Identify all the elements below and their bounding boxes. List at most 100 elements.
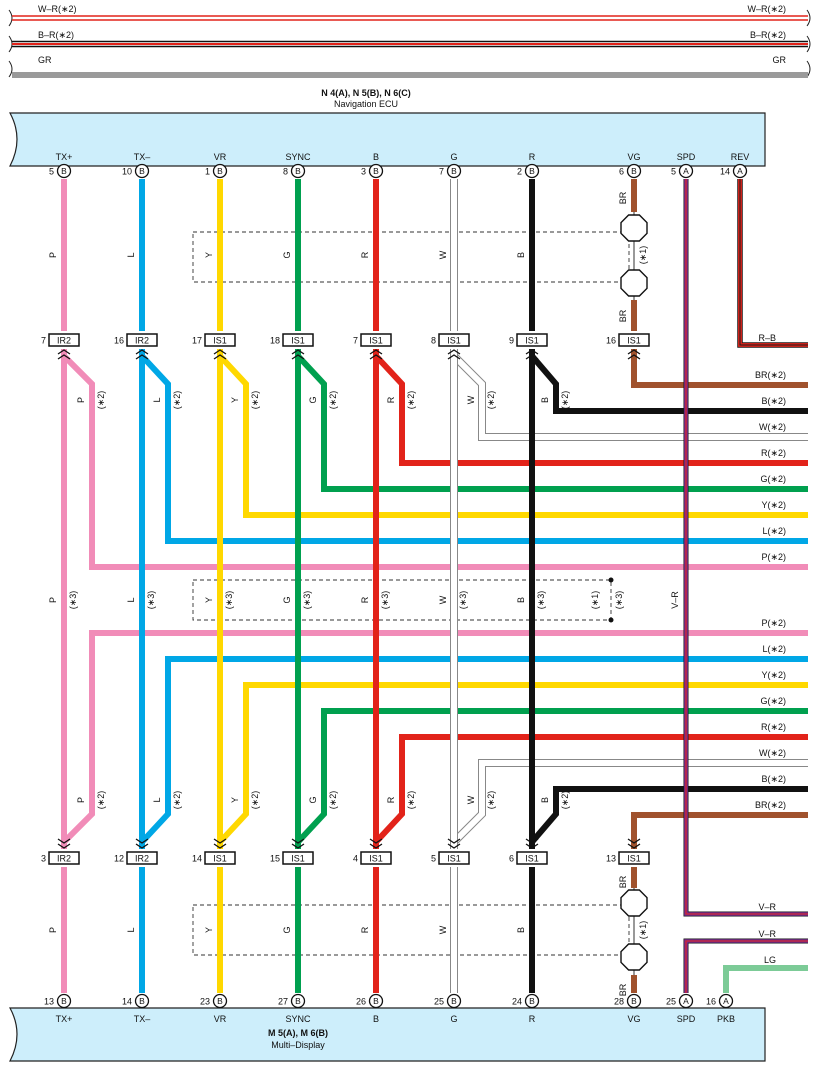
bottom-pin-pkb-number: 16 bbox=[706, 997, 716, 1007]
branch-note-sync: (∗2) bbox=[328, 391, 338, 410]
wire-code-vg-2: BR bbox=[618, 309, 628, 322]
wire-group bbox=[61, 179, 808, 993]
top-pin-g-circle bbox=[446, 163, 462, 179]
spd-right-label-2: V–R bbox=[758, 929, 776, 939]
wire-code-top-sync: G bbox=[282, 251, 292, 258]
branch-note-r: (∗2) bbox=[560, 391, 570, 410]
branch-label-g: W(∗2) bbox=[759, 422, 786, 432]
branch-label-vg: BR(∗2) bbox=[755, 370, 786, 380]
rev-wire-red bbox=[738, 179, 808, 347]
top-pin-sync-name: SYNC bbox=[285, 152, 311, 162]
shield-box-bottom bbox=[192, 904, 630, 956]
wire-code-top-g: W bbox=[438, 250, 448, 259]
junction-bottom-vg-box bbox=[618, 851, 650, 865]
branch-note-txm: (∗2) bbox=[172, 791, 182, 810]
junction-top-txp-chevron bbox=[57, 349, 71, 355]
junction-bottom-txm-label: IR2 bbox=[135, 854, 149, 864]
top-pin-vr-circle bbox=[212, 163, 228, 179]
top-pin-txm-conn: B bbox=[139, 166, 145, 176]
junction-bottom-b-chevron bbox=[369, 838, 383, 844]
top-pin-b-name: B bbox=[373, 152, 379, 162]
spd-wire-top-violet bbox=[684, 179, 808, 916]
branch-wire-b bbox=[373, 734, 808, 845]
top-pin-r-number: 2 bbox=[517, 167, 522, 177]
top-pin-r-circle bbox=[524, 163, 540, 179]
junction-bottom-sync-pin: 15 bbox=[270, 854, 280, 864]
junction-top-vr-label: IS1 bbox=[213, 336, 227, 346]
junction-top-vg-pin: 16 bbox=[606, 336, 616, 346]
branch-note-txp: (∗2) bbox=[96, 391, 106, 410]
bottom-pin-vr-conn: B bbox=[217, 996, 223, 1006]
bus-label-left: B–R(∗2) bbox=[38, 30, 74, 40]
junction-top-txp-chevron bbox=[57, 354, 71, 360]
junction-bottom-sync-box bbox=[282, 851, 314, 865]
branch-wire-g bbox=[451, 353, 808, 440]
branch-wire-b bbox=[373, 353, 808, 466]
top-pin-sync-conn: B bbox=[295, 166, 301, 176]
wire-code-bottom-r: B bbox=[516, 927, 526, 933]
top-pin-g-name: G bbox=[450, 152, 457, 162]
branch-code-r: B bbox=[540, 397, 550, 403]
wire-code-mid-vr: Y bbox=[204, 597, 214, 603]
junction-bottom-r-chevron bbox=[525, 838, 539, 844]
bus-label-left: GR bbox=[38, 55, 52, 65]
wire-code-bottom-txm: L bbox=[126, 927, 136, 932]
top-pin-txp-number: 5 bbox=[49, 167, 54, 177]
junction-top-r-label: IS1 bbox=[525, 336, 539, 346]
bus-label-right: W–R(∗2) bbox=[747, 4, 786, 14]
branch-note-vr: (∗2) bbox=[250, 391, 260, 410]
bus-break-left bbox=[8, 35, 13, 53]
bus-break-right bbox=[806, 35, 811, 53]
junction-bottom-vg-chevron bbox=[627, 838, 641, 844]
wire-code-mid-txm: L bbox=[126, 597, 136, 602]
bottom-pin-r-circle bbox=[524, 993, 540, 1009]
junction-top-g-label: IS1 bbox=[447, 336, 461, 346]
branch-wire-g bbox=[451, 760, 808, 845]
bottom-pin-vr-number: 23 bbox=[200, 997, 210, 1007]
pkb-wire bbox=[723, 965, 808, 993]
junction-bottom-r-box bbox=[516, 851, 548, 865]
top-pin-txp-name: TX+ bbox=[56, 152, 73, 162]
junction-bottom-sync-chevron bbox=[291, 838, 305, 844]
top-bus-group bbox=[8, 9, 811, 78]
junction-top-txm-pin: 16 bbox=[114, 336, 124, 346]
top-pin-spd-conn: A bbox=[683, 166, 689, 176]
bottom-pin-b-conn: B bbox=[373, 996, 379, 1006]
junction-bottom-b-box bbox=[360, 851, 392, 865]
shield-dashed-boxes bbox=[192, 212, 635, 975]
shield-box-top bbox=[192, 231, 630, 283]
bottom-pin-g-conn: B bbox=[451, 996, 457, 1006]
branch-code-g: W bbox=[466, 395, 476, 404]
top-pin-b-conn: B bbox=[373, 166, 379, 176]
wire-code-bottom-sync: G bbox=[282, 926, 292, 933]
ecu-bottom-subtitle: Multi–Display bbox=[271, 1040, 325, 1050]
junction-top-txm-chevron bbox=[135, 349, 149, 355]
bottom-pin-spd-circle bbox=[678, 993, 694, 1009]
bottom-pin-txp-number: 13 bbox=[44, 997, 54, 1007]
bottom-pin-b-circle bbox=[368, 993, 384, 1009]
bottom-pin-txm-name: TX– bbox=[134, 1014, 151, 1024]
junction-top-sync-label: IS1 bbox=[291, 336, 305, 346]
top-pin-vg-circle bbox=[626, 163, 642, 179]
branch-code-vr: Y bbox=[230, 797, 240, 803]
junction-bottom-g-chevron bbox=[447, 838, 461, 844]
junction-bottom-txm-pin: 12 bbox=[114, 854, 124, 864]
branch-label-r: B(∗2) bbox=[761, 396, 786, 406]
shield-octagon bbox=[620, 269, 648, 297]
branch-code-sync: G bbox=[308, 396, 318, 403]
top-pin-spd-number: 5 bbox=[671, 167, 676, 177]
wire-code-vg-1: BR bbox=[618, 191, 628, 204]
junction-bottom-vg-chevron bbox=[627, 843, 641, 849]
bottom-pin-pkb-conn: A bbox=[723, 996, 729, 1006]
branch-note-b: (∗2) bbox=[406, 791, 416, 810]
junction-bottom-g-label: IS1 bbox=[447, 854, 461, 864]
junction-bottom-vg-label: IS1 bbox=[627, 854, 641, 864]
junction-top-r-chevron bbox=[525, 354, 539, 360]
branch-code-txp: P bbox=[76, 797, 86, 803]
wire-code-bottom-txp: P bbox=[48, 927, 58, 933]
junction-bottom-r-pin: 6 bbox=[509, 854, 514, 864]
wire-note-mid-txm: (∗3) bbox=[146, 591, 156, 610]
junction-bottom-vr-box bbox=[204, 851, 236, 865]
junction-top-b-box bbox=[360, 333, 392, 347]
top-pin-spd-name: SPD bbox=[677, 152, 696, 162]
